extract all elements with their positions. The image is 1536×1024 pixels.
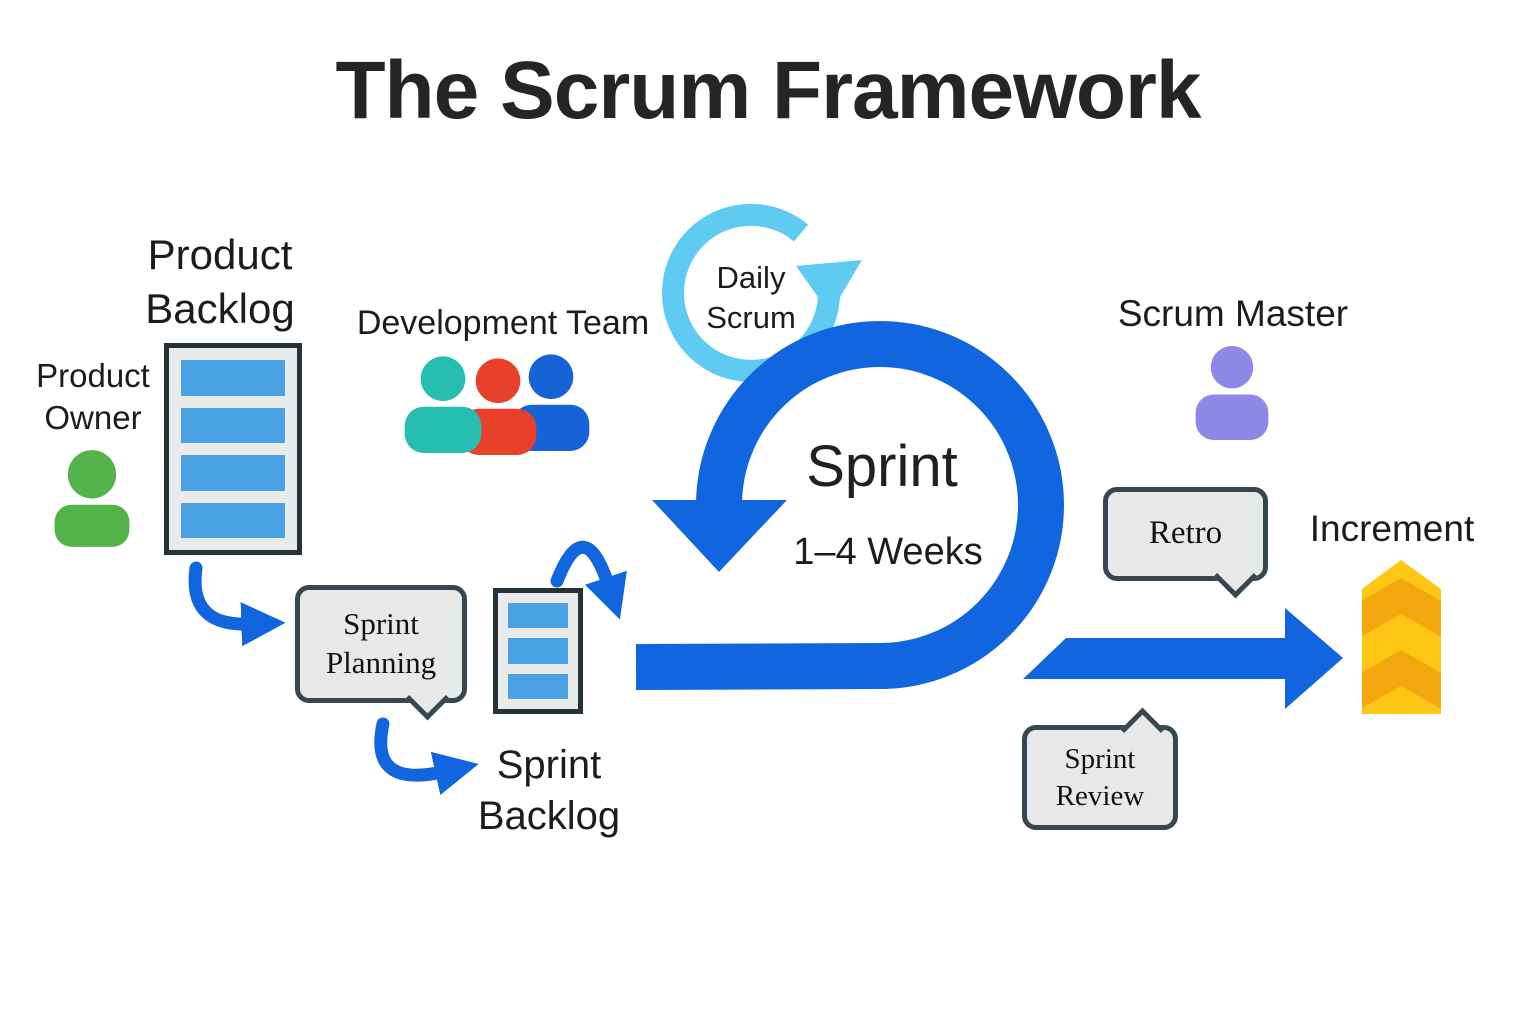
increment-badge-icon [1362, 560, 1441, 714]
sprint-planning-label: Sprint Planning [325, 606, 437, 680]
sprint-loop-icon [635, 321, 1064, 690]
development-team-label: Development Team [356, 304, 650, 342]
sprint-review-bubble: Sprint Review [1022, 707, 1178, 830]
arrow-backlog-to-planning-icon [188, 561, 286, 647]
sprint-label: Sprint [806, 434, 958, 499]
retro-label: Retro [1148, 515, 1223, 552]
arrow-planning-to-sprint-backlog-icon [374, 717, 479, 796]
page-title: The Scrum Framework [335, 45, 1201, 136]
backlog-item-bar [181, 407, 285, 443]
product-owner-icon [54, 450, 130, 547]
backlog-item-bar [181, 502, 285, 538]
backlog-item-bar [508, 673, 568, 699]
backlog-item-bar [508, 603, 568, 629]
arrow-sprint-backlog-to-sprint-icon [550, 540, 627, 620]
scrum-master-label: Scrum Master [1117, 293, 1349, 334]
daily-scrum-label: Daily Scrum [706, 260, 796, 335]
product-owner-label: Product Owner [36, 357, 150, 437]
sprint-duration-label: 1–4 Weeks [793, 531, 983, 573]
backlog-item-bar [508, 638, 568, 664]
backlog-item-bar [181, 455, 285, 491]
flow-arrow-to-increment-icon [1023, 608, 1343, 709]
team-member-teal-icon [404, 356, 482, 453]
retro-bubble: Retro [1103, 487, 1268, 599]
increment-label: Increment [1309, 508, 1475, 549]
product-backlog-label: Product Backlog [145, 231, 295, 332]
sprint-planning-bubble: Sprint Planning [295, 585, 467, 721]
backlog-item-bar [181, 360, 285, 396]
scrum-master-icon [1195, 346, 1269, 440]
product-backlog-box [164, 343, 302, 555]
sprint-backlog-label: Sprint Backlog [477, 743, 621, 839]
sprint-backlog-box [493, 588, 583, 714]
sprint-review-label: Sprint Review [1055, 743, 1145, 812]
